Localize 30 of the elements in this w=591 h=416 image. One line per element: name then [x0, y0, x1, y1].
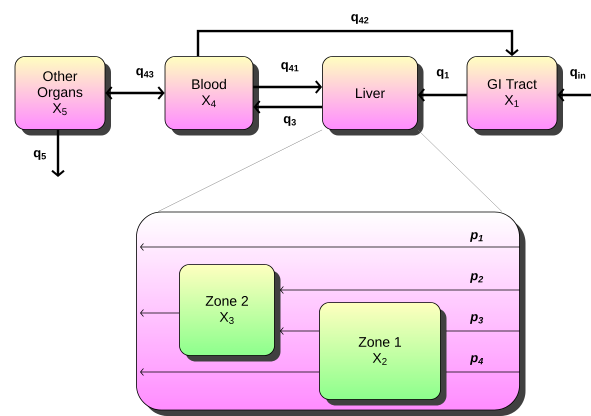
arrow [105, 86, 165, 100]
organ-box: GI Tract X$_{1}$ [466, 56, 563, 136]
organ-box: Liver [322, 56, 424, 136]
arrow [557, 88, 591, 102]
edge-label: p$_{2}$ [470, 273, 484, 283]
zone-box: Zone 2 X$_{3}$ [179, 264, 280, 362]
arrow [418, 88, 467, 102]
arrow [196, 30, 519, 56]
zone-box: Zone 1 X$_{2}$ [319, 302, 446, 406]
zoom-line [158, 130, 322, 212]
edge-label: q$_{42}$ [351, 14, 368, 24]
arrow [280, 327, 320, 335]
edge-label: q$_{41}$ [281, 62, 298, 72]
edge-label: q$_{in}$ [570, 69, 586, 79]
arrow [140, 368, 320, 376]
edge-label: p$_{3}$ [470, 314, 484, 324]
edge-label: p$_{4}$ [470, 355, 484, 365]
organ-box: Blood X$_{4}$ [164, 56, 259, 136]
edge-label: q$_{43}$ [136, 68, 154, 78]
edge-label: q$_{1}$ [436, 69, 449, 79]
edge-label: q$_{3}$ [284, 116, 296, 126]
organ-box: Other Organs X$_{5}$ [14, 56, 111, 136]
arrow [253, 80, 322, 94]
arrow [51, 130, 65, 177]
zoom-line [418, 130, 502, 212]
flow-label: p$_{1}$ [470, 232, 483, 242]
arrow [280, 286, 520, 294]
arrow [140, 309, 180, 317]
edge-label: q$_{5}$ [34, 150, 46, 160]
arrow [253, 100, 322, 114]
